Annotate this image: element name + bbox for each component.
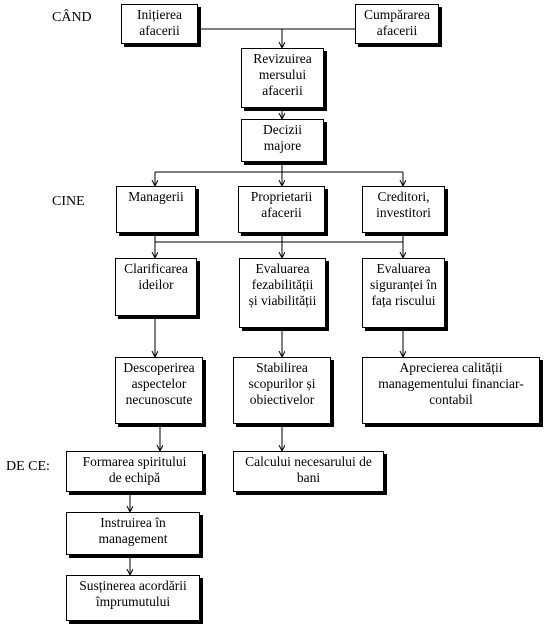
box-goals: Stabilirea scopurilor și obiectivelor xyxy=(233,357,331,424)
box-feasibility: Evaluarea fezabilității și viabilității xyxy=(239,258,326,328)
box-discover: Descoperirea aspectelor necunoscute xyxy=(115,357,203,424)
box-quality: Aprecierea calității managementului fina… xyxy=(362,357,540,424)
box-purchase: Cumpărarea afacerii xyxy=(355,4,439,44)
who-label: CINE xyxy=(52,194,85,209)
box-review: Revizuirea mersului afacerii xyxy=(241,48,324,108)
when-label: CÂND xyxy=(52,10,92,25)
box-training: Instruirea în management xyxy=(66,512,200,555)
box-money: Calcului necesarului de bani xyxy=(233,451,384,492)
box-safety: Evaluarea siguranței în fața riscului xyxy=(362,258,445,328)
box-decisions: Decizii majore xyxy=(241,119,324,162)
box-clarify: Clarificarea ideilor xyxy=(115,258,197,316)
what-label: DE CE: xyxy=(6,459,50,474)
box-owners: Proprietarii afacerii xyxy=(238,186,325,233)
box-initiation: Inițierea afacerii xyxy=(121,4,198,44)
box-teamspirit: Formarea spiritului de echipă xyxy=(66,451,203,492)
box-managers: Managerii xyxy=(116,186,196,233)
box-creditors: Creditori, investitori xyxy=(362,186,445,233)
box-loan: Susținerea acordării împrumutului xyxy=(66,575,200,621)
